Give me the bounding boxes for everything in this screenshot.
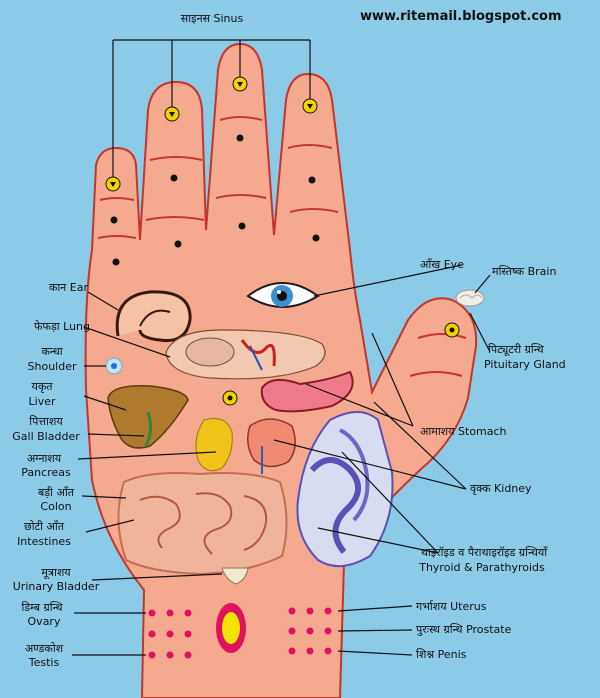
label-kidney: वृक्क Kidney xyxy=(470,482,532,495)
label-ovary-hi: डिम्ब ग्रन्थि xyxy=(21,601,62,614)
label-shoulder-en: Shoulder xyxy=(28,360,77,373)
label-bladder-en: Urinary Bladder xyxy=(13,580,99,593)
label-liver-en: Liver xyxy=(29,395,56,408)
label-prostate: पुरःस्थ ग्रन्थि Prostate xyxy=(416,623,511,636)
lung-icon xyxy=(166,330,325,379)
label-liver-hi: यकृत xyxy=(31,380,52,393)
label-stomach: आमाशय Stomach xyxy=(420,425,507,438)
label-pancreas-hi: अग्नाशय xyxy=(27,452,61,465)
label-intestines-hi: छोटी आँत xyxy=(24,520,64,533)
brain-icon xyxy=(456,290,484,306)
label-shoulder-hi: कन्धा xyxy=(41,345,62,358)
label-brain: मस्तिष्क Brain xyxy=(492,265,556,278)
label-gall-hi: पित्ताशय xyxy=(29,415,62,428)
label-pituitary-en: Pituitary Gland xyxy=(484,358,566,371)
intestines-icon xyxy=(118,473,286,574)
label-thyroid-en: Thyroid & Parathyroids xyxy=(419,561,545,574)
label-testis-hi: अण्डकोश xyxy=(25,642,63,655)
label-sinus: साइनस Sinus xyxy=(181,12,243,25)
label-pituitary-hi: पिट्यूटरी ग्रन्थि xyxy=(488,343,544,356)
sinus-point-icon xyxy=(303,99,317,113)
label-gall-en: Gall Bladder xyxy=(12,430,79,443)
uterus-point-icon xyxy=(216,603,246,653)
label-ovary-en: Ovary xyxy=(28,615,61,628)
label-penis: शिश्न Penis xyxy=(416,648,466,661)
label-ear: कान Ear xyxy=(49,281,88,294)
label-bladder-hi: मूत्राशय xyxy=(41,566,70,579)
sinus-point-icon xyxy=(233,77,247,91)
label-lung: फेफड़ा Lung xyxy=(34,320,90,333)
label-colon-hi: बड़ी आँत xyxy=(38,486,74,499)
label-uterus: गर्भाशय Uterus xyxy=(416,600,487,613)
sinus-point-icon xyxy=(165,107,179,121)
label-testis-en: Testis xyxy=(29,656,59,669)
sinus-point-icon xyxy=(106,177,120,191)
solar-point-icon xyxy=(223,391,237,405)
label-intestines-en: Intestines xyxy=(17,535,71,548)
pituitary-point-icon xyxy=(445,323,459,337)
label-colon-en: Colon xyxy=(40,500,71,513)
label-pancreas-en: Pancreas xyxy=(21,466,70,479)
shoulder-icon xyxy=(106,358,122,374)
label-eye: आँख Eye xyxy=(420,258,464,271)
label-thyroid-hi: थाइरॉइड व पैराथाइरॉइड ग्रन्थियाँ xyxy=(421,546,547,559)
site-url[interactable]: www.ritemail.blogspot.com xyxy=(360,10,562,23)
